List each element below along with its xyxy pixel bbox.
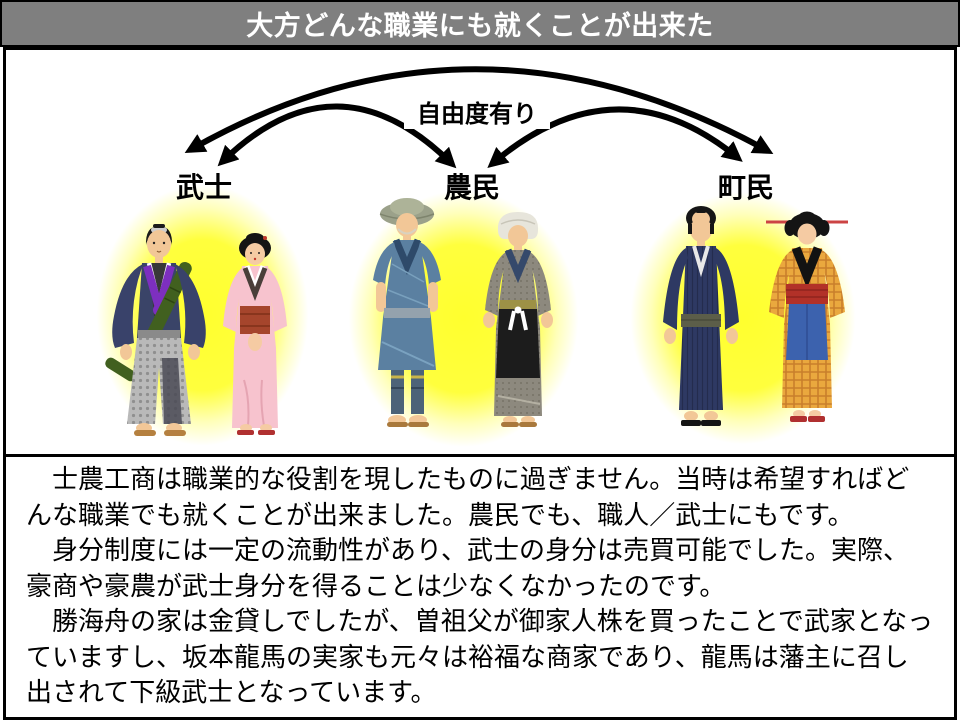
group-label-samurai: 武士 — [175, 172, 232, 203]
arrow-samurai-townsfolk — [184, 66, 774, 154]
townswoman-illustration — [758, 208, 856, 436]
farmer-woman-illustration — [470, 206, 566, 434]
freedom-label: 自由度有り — [404, 94, 550, 129]
arrow-farmer-townsfolk — [487, 106, 743, 168]
slide-title: 大方どんな職業にも就くことが出来た — [246, 11, 714, 41]
freedom-arrows — [184, 66, 774, 169]
samurai-woman-illustration — [214, 230, 296, 442]
title-bar: 大方どんな職業にも就くことが出来た — [0, 0, 960, 47]
paragraph-katsukaishu: 勝海舟の家は金貸しでしたが、曽祖父が御家人株を買ったことで武家となっていますし、… — [26, 606, 934, 707]
arrow-samurai-farmer — [217, 103, 457, 169]
paragraph-shinokosho: 士農工商は職業的な役割を現したものに過ぎません。当時は希望すればどんな職業でも就… — [26, 464, 910, 530]
group-label-farmer: 農民 — [443, 172, 500, 203]
farmer-man-illustration — [354, 192, 460, 434]
diagram-panel: 自由度有り 武士 農民 町民 — [3, 47, 957, 461]
townsman-illustration — [650, 200, 752, 436]
samurai-man-illustration — [102, 216, 214, 442]
notes-panel: 士農工商は職業的な役割を現したものに過ぎません。当時は希望すればどんな職業でも就… — [3, 454, 957, 720]
group-label-townsfolk: 町民 — [717, 172, 774, 203]
paragraph-mibunseido: 身分制度には一定の流動性があり、武士の身分は売買可能でした。実際、豪商や豪農が武… — [26, 535, 909, 601]
